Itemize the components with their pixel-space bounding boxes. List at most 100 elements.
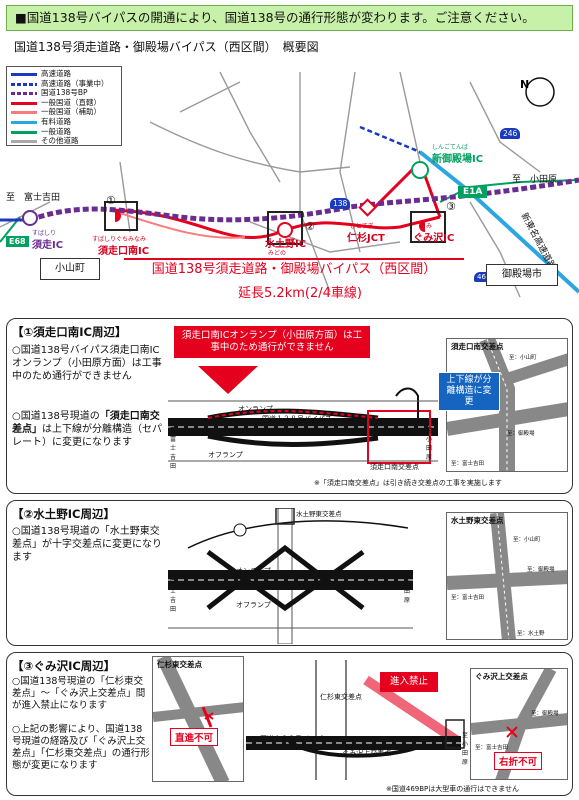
panel-3-intersection-a: 仁杉東交差点 — [320, 693, 362, 701]
legend-item: 一般国道（補助） — [11, 107, 121, 117]
route-138-shield-icon: 138 — [330, 198, 351, 209]
panel-1-to-e: 至小田原 — [426, 427, 433, 461]
label-to-east: 至 小田原 — [512, 175, 558, 185]
panel-3-bullet-1: ○国道138号現道の「仁杉東交差点」～「ぐみ沢上交差点」間が進入禁止になります — [12, 676, 150, 712]
panel-2-inset-to-fuji: 至：富士吉田 — [451, 595, 485, 601]
panel-3-inset-to-fuji: 至：富士吉田 — [475, 745, 509, 751]
route-length-label: 延長5.2km(2/4車線) — [238, 286, 362, 301]
legend-label: 国道138号BP — [41, 88, 88, 98]
panel-1-bullet-1: ○国道138号バイパス須走口南IC オンランプ（小田原方面）は工事中のため通行が… — [12, 345, 162, 382]
legend-label: 高速道路 — [41, 69, 71, 78]
panel-1-diagram — [168, 366, 438, 464]
legend-swatch — [11, 101, 37, 105]
panel-2-inset-map — [447, 513, 567, 639]
legend-item: 国道138号BP — [11, 88, 121, 98]
ic-shingotemba-ruby: しんごてんば — [432, 144, 469, 151]
label-to-west: 至 富士吉田 — [6, 193, 61, 203]
panel-1-inset-title: 須走口南交差点 — [451, 342, 504, 351]
panel-2-bullet-1: ○国道138号現道の「水土野東交差点」が十字交差点に変更になります — [12, 526, 162, 563]
legend-swatch — [11, 111, 37, 115]
ic-gumisawa-ruby: ぐみ — [420, 223, 433, 230]
panel-3-intersection-b: ぐみ沢上交差点 — [342, 749, 392, 757]
ic-gumisawa: ぐみ沢IC — [413, 233, 455, 244]
route-name-label: 国道138号須走道路・御殿場バイパス（西区間） — [124, 258, 464, 280]
panel-3-bp-label: 国道１３８号バイパス — [260, 735, 330, 743]
legend-label: 一般国道（補助） — [41, 107, 101, 117]
ic-subashiri-minami: 須走口南IC — [98, 246, 150, 257]
tag-no-straight: 直進不可 — [170, 728, 219, 746]
ic-niisugi-ruby: ひとすぎ — [350, 223, 374, 230]
panel-3-bullet-2: ○上記の影響により、国道138号現道の経路及び「ぐみ沢上交差点」「仁杉東交差点」… — [12, 724, 150, 772]
notice-banner: ■国道138号バイパスの開通により、国道138号の通行形態が変わります。ご注意く… — [6, 5, 573, 31]
svg-text:N: N — [520, 78, 529, 91]
panel-3-no-entry-callout: 進入禁止 — [380, 672, 438, 692]
legend-swatch — [11, 92, 37, 96]
legend-swatch — [11, 73, 37, 76]
panel-3-bullet-2-a: ○上記の影響により、国道138号現道の経路及び — [12, 724, 143, 747]
panel-3-bullet-1-b: 「仁杉東交差点」～「ぐみ沢上交差点」間が進入禁止になります — [12, 676, 146, 711]
panel-1-inset-callout: 上下線が分離構造に変更 — [438, 372, 500, 411]
legend-swatch — [11, 121, 37, 124]
area-1-box — [104, 201, 138, 231]
panel-1-inset-map — [447, 339, 567, 471]
legend-item: 一般道路 — [11, 127, 121, 137]
legend-label: 一般国道（直轄） — [41, 97, 101, 107]
legend-item: 高速道路（事業中） — [11, 79, 121, 89]
panel-2-inset: 水土野東交差点 至：小山町 至：御殿場 至：富士吉田 至：水土野 — [446, 512, 568, 640]
route-e68-badge: E68 — [6, 236, 29, 247]
route-469-shield-icon: 469 — [474, 272, 494, 282]
panel-1-intersection: 須走口南交差点 — [370, 463, 419, 471]
panel-1-onramp: オンランプ — [238, 405, 273, 413]
map-title: 国道138号須走道路・御殿場バイパス（西区間） 概要図 — [14, 40, 319, 54]
tag-no-right-turn: 右折不可 — [494, 752, 543, 770]
panel-2-to-e: 至小田原 — [404, 570, 411, 604]
panel-2-inset-to-oyama: 至：小山町 — [513, 537, 541, 543]
legend-swatch — [11, 82, 37, 86]
panel-1-callout: 須走口南ICオンランプ（小田原方面）は工事中のため通行ができません — [174, 326, 370, 358]
panel-3-bullet-1-a: ○国道138号現道の — [12, 676, 96, 687]
panel-1-bp-label: 国道１３８号バイパス — [262, 415, 332, 423]
panel-3-inset-left: 仁杉東交差点 — [152, 656, 244, 782]
panel-1-bullet-2-c: は上下線が分離構造（セパレート）に変更になります — [12, 424, 162, 448]
label-oyama-town: 小山町 — [40, 258, 100, 280]
legend-label: その他道路 — [41, 136, 79, 146]
panel-3-inset-left-map — [153, 657, 243, 781]
panel-1-inset-to-oyama: 至：小山町 — [509, 355, 537, 361]
panel-2-offramp: オフランプ — [236, 601, 271, 609]
panel-3-title: 【③ぐみ沢IC周辺】 — [12, 659, 116, 673]
legend-swatch — [11, 130, 37, 134]
legend-label: 高速道路（事業中） — [41, 78, 109, 88]
legend-item: 有料道路 — [11, 117, 121, 127]
panel-1-bullet-2-a: ○国道138号現道の — [12, 411, 100, 422]
panel-2-onramp: オンランプ — [236, 567, 271, 575]
ic-subashiri-ruby: すばしり — [32, 230, 57, 237]
panel-1-bullet-2-b: 「須走口南交差点」 — [12, 411, 160, 435]
route-e1a-badge: E1A — [458, 186, 488, 198]
panel-2-intersection: 水土野東交差点 — [296, 510, 342, 518]
ic-subashiri: 須走IC — [32, 240, 64, 251]
area-2-number: ② — [305, 220, 315, 233]
ic-mizudono-ruby: みどの — [268, 250, 287, 257]
ic-shingotemba: 新御殿場IC — [432, 154, 484, 165]
panel-2-title: 【②水土野IC周辺】 — [12, 507, 115, 521]
area-3-box — [410, 211, 446, 243]
label-gotemba-city: 御殿場市 — [486, 264, 558, 286]
panel-2-inset-to-mizu: 至：水土野 — [517, 631, 545, 637]
panel-3-note: ※国道469BPは大型車の通行はできません — [386, 785, 520, 793]
legend-label: 有料道路 — [41, 117, 71, 126]
legend-item: 一般国道（直轄） — [11, 98, 121, 108]
panel-2-to-w: 至富士吉田 — [170, 570, 177, 613]
ic-niisugi: 仁杉JCT — [347, 233, 385, 244]
panel-2-bp-label: 国道１３８号バイパス — [256, 580, 326, 588]
subashiri-ic-marker — [22, 210, 38, 226]
ic-mizudono-text: 水土野IC — [265, 239, 307, 250]
area-1-number: ① — [106, 194, 116, 207]
legend-item: 高速道路 — [11, 69, 121, 79]
panel-3-inset-left-title: 仁杉東交差点 — [157, 660, 202, 669]
panel-1-bullet-2: ○国道138号現道の「須走口南交差点」は上下線が分離構造（セパレート）に変更にな… — [12, 410, 162, 449]
panel-2-inset-to-gotemba: 至：御殿場 — [527, 567, 555, 573]
panel-3-inset-right-title: ぐみ沢上交差点 — [475, 672, 528, 681]
panel-1-note: ※「須走口南交差点」は引き続き交差点の工事を実施します — [314, 479, 502, 487]
panel-3-diagram — [246, 660, 465, 780]
